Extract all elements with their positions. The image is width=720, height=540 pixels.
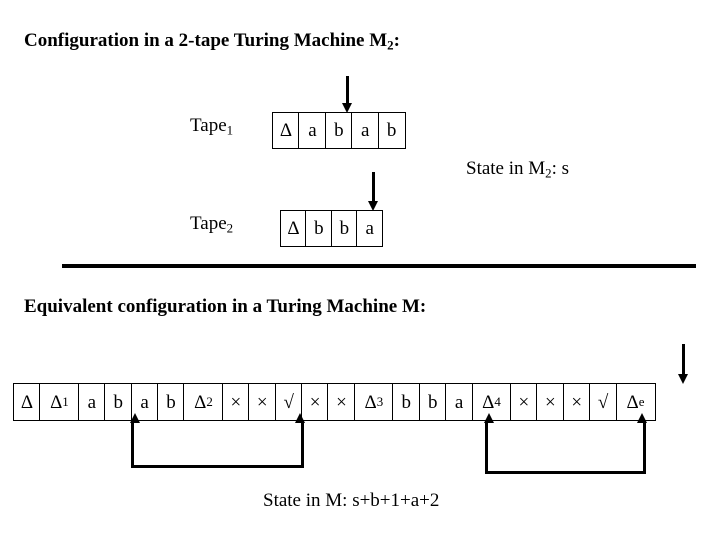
single-tape-cell[interactable]: ×	[509, 383, 538, 421]
tape-link-connector-1	[130, 413, 305, 468]
single-tape-cell[interactable]: ×	[536, 383, 565, 421]
tape2-label: Tape2	[190, 213, 233, 235]
single-tape-cell-symbol: Δ	[20, 391, 34, 413]
state-in-m2-prefix: State in M	[466, 158, 546, 179]
single-tape-cell-symbol: a	[140, 391, 149, 413]
tape2-cell[interactable]: a	[356, 210, 384, 247]
single-tape-cell[interactable]: a	[77, 383, 106, 421]
single-tape-head-arrow-icon	[682, 344, 685, 375]
tape-link-connector-2	[484, 413, 647, 474]
tape1-cell[interactable]: b	[377, 112, 406, 149]
page-title-equivalent: Equivalent configuration in a Turing Mac…	[24, 296, 427, 317]
tape2-label-text: Tape	[190, 213, 227, 234]
link-arrowhead-right-icon	[637, 413, 647, 423]
tape1-cell[interactable]: a	[298, 112, 327, 149]
single-tape-cell[interactable]: ×	[562, 383, 591, 421]
single-tape-cell-symbol: √	[597, 391, 609, 413]
single-tape-cell-symbol: a	[87, 391, 97, 413]
tape1-cell[interactable]: a	[351, 112, 380, 149]
single-tape-cell-symbol: Δ	[626, 391, 639, 413]
single-tape-cell-symbol: ×	[230, 391, 242, 413]
single-tape-cell[interactable]: b	[418, 383, 447, 421]
tape2-head-arrow-icon	[372, 172, 375, 202]
single-tape-cell-symbol: Δ	[364, 391, 377, 413]
tape1-label: Tape1	[190, 115, 233, 137]
single-tape-cell-symbol: Δ	[194, 391, 207, 413]
state-in-m2-subscript: 2	[545, 165, 552, 181]
single-tape-cell-symbol: ×	[544, 391, 556, 413]
tape1-label-text: Tape	[190, 115, 227, 136]
tape2-cell[interactable]: b	[305, 210, 333, 247]
link-arrowhead-left-icon	[130, 413, 140, 423]
single-tape-cell[interactable]: a	[445, 383, 474, 421]
single-tape-cell-symbol: √	[283, 391, 294, 413]
single-tape-cell[interactable]: ×	[301, 383, 330, 421]
single-tape-cell-symbol: Δ	[50, 391, 63, 413]
single-tape-cell-symbol: ×	[518, 391, 530, 413]
tape2-label-subscript: 2	[226, 220, 234, 236]
single-tape-cell-symbol: b	[113, 391, 123, 413]
single-tape-cell-symbol: ×	[571, 391, 583, 413]
tape1-head-arrow-icon	[346, 76, 349, 104]
single-tape-cell-symbol: ×	[309, 391, 321, 413]
tape1-label-subscript: 1	[226, 122, 234, 138]
single-tape-cell[interactable]: Δ	[13, 383, 41, 421]
tape2-cells: Δ b b a	[280, 210, 384, 247]
page-title-two-tape-text: Configuration in a 2-tape Turing Machine…	[24, 30, 388, 51]
single-tape-cell[interactable]: ×	[327, 383, 356, 421]
section-divider	[62, 264, 696, 268]
page-title-two-tape-subscript: 2	[387, 37, 394, 53]
single-tape-cell[interactable]: ×	[248, 383, 277, 421]
link-arrowhead-right-icon	[295, 413, 305, 423]
single-tape-cell-symbol: ×	[336, 391, 347, 413]
page-title-two-tape-colon: :	[393, 30, 400, 51]
link-arrowhead-left-icon	[484, 413, 494, 423]
single-tape-cell[interactable]: √	[589, 383, 618, 421]
single-tape-cell-symbol: b	[166, 391, 176, 413]
single-tape-cell-symbol: ×	[256, 391, 268, 413]
state-in-m2-value: : s	[551, 158, 570, 179]
single-tape-cell[interactable]: b	[392, 383, 421, 421]
single-tape-cell[interactable]: ×	[221, 383, 250, 421]
tape1-cells: Δ a b a b	[272, 112, 406, 149]
state-in-m2-label: State in M2: s	[466, 158, 569, 180]
tape1-cell[interactable]: Δ	[272, 112, 300, 149]
state-in-m-label: State in M: s+b+1+a+2	[263, 490, 440, 511]
tape2-cell[interactable]: b	[330, 210, 358, 247]
single-tape-cell-symbol: Δ	[482, 391, 495, 413]
single-tape-cell-symbol: b	[427, 391, 438, 413]
tape1-cell[interactable]: b	[324, 112, 353, 149]
tape2-cell[interactable]: Δ	[280, 210, 307, 247]
single-tape-cell[interactable]: b	[157, 383, 186, 421]
single-tape-cell-symbol: a	[454, 391, 464, 413]
single-tape-cell[interactable]: b	[104, 383, 133, 421]
page-title-two-tape: Configuration in a 2-tape Turing Machine…	[24, 30, 400, 52]
single-tape-cell-symbol: b	[401, 391, 412, 413]
